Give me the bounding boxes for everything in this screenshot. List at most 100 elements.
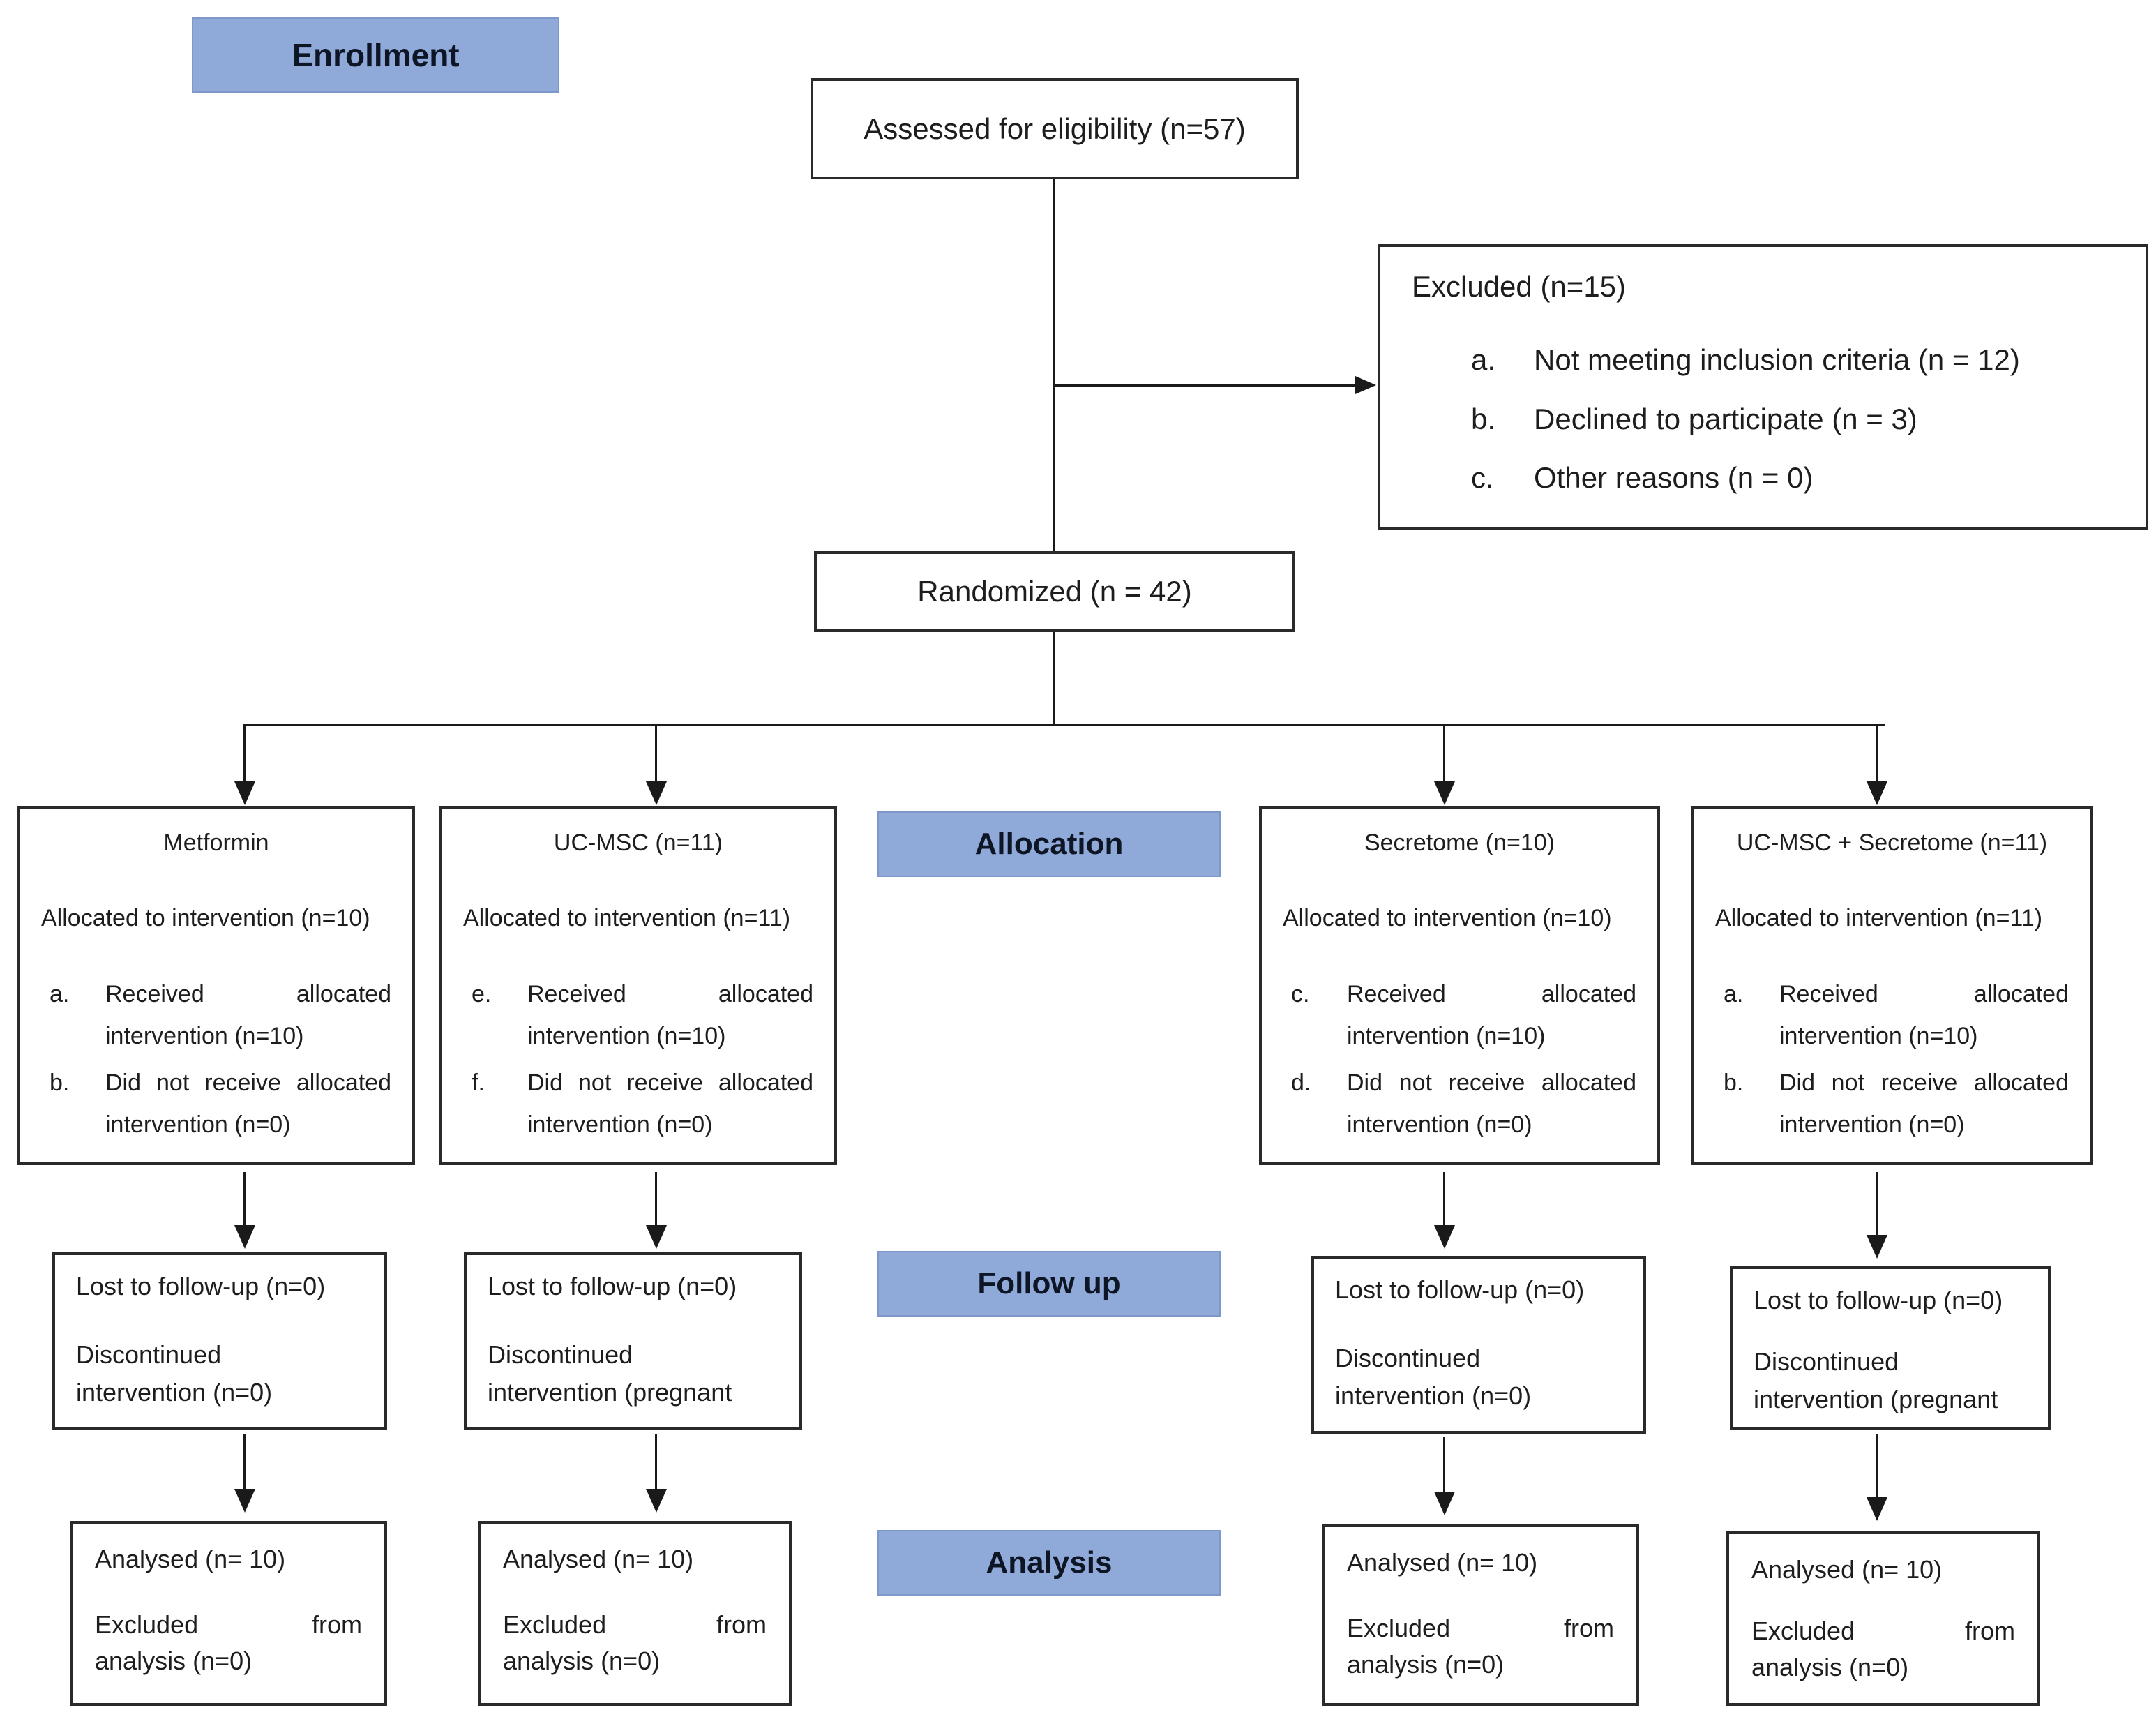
stage-label-enrollment: Enrollment bbox=[192, 17, 559, 93]
arm-title: Metformin bbox=[163, 830, 269, 856]
analysed-line: Analysed (n= 10) bbox=[1751, 1555, 1943, 1584]
arm-title: UC-MSC + Secretome (n=11) bbox=[1736, 830, 2048, 856]
list-marker: a. bbox=[50, 981, 70, 1007]
excluded-title: Excluded (n=15) bbox=[1412, 270, 1627, 303]
arrowhead-down-fu4-icon bbox=[1867, 1235, 1887, 1259]
arrowhead-down-arm3-icon bbox=[1434, 781, 1455, 805]
arrowhead-right-excluded-icon bbox=[1355, 376, 1376, 394]
arrowhead-down-fu3-icon bbox=[1434, 1225, 1455, 1249]
item-line2: intervention (n=10) bbox=[105, 1022, 304, 1049]
connector-branch-arm3 bbox=[1443, 726, 1445, 783]
item-line1: Received allocated bbox=[527, 981, 813, 1007]
lost-line: Lost to follow-up (n=0) bbox=[488, 1272, 737, 1300]
connector-alloc-fu-arm2 bbox=[655, 1172, 657, 1227]
list-marker: c. bbox=[1291, 981, 1310, 1007]
connector-excluded-branch bbox=[1054, 384, 1355, 387]
arrowhead-down-an3-icon bbox=[1434, 1492, 1455, 1515]
analysis-excluded-line2: analysis (n=0) bbox=[1751, 1653, 1909, 1682]
arrowhead-down-an1-icon bbox=[234, 1489, 255, 1513]
allocation-item: a. Received allocated intervention (n=10) bbox=[50, 974, 391, 1057]
item-line2: intervention (n=10) bbox=[1347, 1022, 1546, 1049]
analysis-excluded-line2: analysis (n=0) bbox=[503, 1647, 661, 1676]
list-marker: e. bbox=[472, 981, 492, 1007]
excluded-item: a. Not meeting inclusion criteria (n = 1… bbox=[1471, 340, 2114, 381]
item-line1: Did not receive allocated bbox=[105, 1070, 391, 1096]
item-line1: Did not receive allocated bbox=[1347, 1070, 1636, 1096]
arrowhead-down-an4-icon bbox=[1867, 1497, 1887, 1521]
connector-branch-arm4 bbox=[1876, 726, 1878, 783]
analysis-box-metformin: Analysed (n= 10) Excluded from analysis … bbox=[70, 1521, 387, 1706]
excluded-item-text: Other reasons (n = 0) bbox=[1534, 461, 1814, 495]
list-marker: b. bbox=[50, 1070, 70, 1096]
analysed-line: Analysed (n= 10) bbox=[503, 1545, 694, 1573]
item-line2: intervention (n=0) bbox=[1347, 1111, 1532, 1138]
follow-up-box-metformin: Lost to follow-up (n=0) Discontinued int… bbox=[52, 1252, 387, 1430]
allocated-line: Allocated to intervention (n=10) bbox=[41, 904, 370, 931]
item-line1: Did not receive allocated bbox=[527, 1070, 813, 1096]
analysis-box-secretome: Analysed (n= 10) Excluded from analysis … bbox=[1322, 1524, 1639, 1706]
randomized-box: Randomized (n = 42) bbox=[814, 551, 1295, 632]
list-marker: b. bbox=[1724, 1070, 1744, 1096]
connector-assessed-randomized bbox=[1053, 179, 1055, 553]
list-marker: a. bbox=[1724, 981, 1744, 1007]
arrowhead-down-fu1-icon bbox=[234, 1225, 255, 1249]
connector-branch-horizontal bbox=[243, 724, 1885, 726]
list-marker: f. bbox=[472, 1070, 485, 1096]
analysed-line: Analysed (n= 10) bbox=[1347, 1548, 1538, 1577]
allocated-line: Allocated to intervention (n=10) bbox=[1283, 904, 1612, 931]
discontinued-line2: intervention (pregnant bbox=[488, 1378, 732, 1407]
analysis-excluded-line1: Excluded from bbox=[95, 1610, 362, 1640]
item-line1: Received allocated bbox=[1347, 981, 1636, 1007]
connector-fu-an-arm1 bbox=[243, 1434, 246, 1490]
analysis-excluded-line2: analysis (n=0) bbox=[1347, 1650, 1505, 1679]
lost-line: Lost to follow-up (n=0) bbox=[1754, 1286, 2003, 1314]
allocated-line: Allocated to intervention (n=11) bbox=[1715, 904, 2043, 931]
arrowhead-down-an2-icon bbox=[646, 1489, 667, 1513]
arm-title: UC-MSC (n=11) bbox=[553, 830, 723, 856]
item-line1: Received allocated bbox=[105, 981, 391, 1007]
analysis-excluded-line1: Excluded from bbox=[1751, 1617, 2015, 1646]
lost-line: Lost to follow-up (n=0) bbox=[1335, 1275, 1585, 1304]
follow-up-box-secretome: Lost to follow-up (n=0) Discontinued int… bbox=[1311, 1256, 1646, 1434]
item-line2: intervention (n=0) bbox=[105, 1111, 291, 1138]
analysis-excluded-line1: Excluded from bbox=[1347, 1614, 1614, 1643]
follow-up-box-ucmsc: Lost to follow-up (n=0) Discontinued int… bbox=[464, 1252, 802, 1430]
connector-branch-arm1 bbox=[243, 726, 246, 783]
allocation-box-ucmsc-secretome: UC-MSC + Secretome (n=11) Allocated to i… bbox=[1691, 806, 2093, 1165]
discontinued-line1: Discontinued bbox=[1335, 1344, 1481, 1372]
arrowhead-down-arm2-icon bbox=[646, 781, 667, 805]
allocation-item: b. Did not receive allocated intervention… bbox=[50, 1063, 391, 1146]
assessed-box: Assessed for eligibility (n=57) bbox=[811, 78, 1299, 179]
analysis-excluded-line2: analysis (n=0) bbox=[95, 1647, 252, 1676]
connector-alloc-fu-arm3 bbox=[1443, 1172, 1445, 1227]
follow-up-box-ucmsc-secretome: Lost to follow-up (n=0) Discontinued int… bbox=[1730, 1266, 2051, 1430]
stage-label-allocation: Allocation bbox=[877, 811, 1221, 877]
list-marker: b. bbox=[1471, 402, 1496, 435]
analysis-box-ucmsc-secretome: Analysed (n= 10) Excluded from analysis … bbox=[1726, 1531, 2040, 1706]
excluded-item-text: Not meeting inclusion criteria (n = 12) bbox=[1534, 343, 2020, 376]
excluded-item: c. Other reasons (n = 0) bbox=[1471, 458, 2114, 499]
analysis-box-ucmsc: Analysed (n= 10) Excluded from analysis … bbox=[478, 1521, 792, 1706]
stage-label-analysis: Analysis bbox=[877, 1530, 1221, 1596]
arrowhead-down-fu2-icon bbox=[646, 1225, 667, 1249]
arrowhead-down-arm4-icon bbox=[1867, 781, 1887, 805]
discontinued-line2: intervention (pregnant bbox=[1754, 1385, 1998, 1413]
item-line2: intervention (n=10) bbox=[527, 1022, 726, 1049]
allocation-box-metformin: Metformin Allocated to intervention (n=1… bbox=[17, 806, 415, 1165]
analysis-excluded-line1: Excluded from bbox=[503, 1610, 767, 1640]
allocation-item: c. Received allocated intervention (n=10) bbox=[1291, 974, 1636, 1057]
item-line2: intervention (n=0) bbox=[527, 1111, 713, 1138]
allocation-item: a. Received allocated intervention (n=10) bbox=[1724, 974, 2069, 1057]
excluded-box: Excluded (n=15) a. Not meeting inclusion… bbox=[1378, 244, 2148, 530]
lost-line: Lost to follow-up (n=0) bbox=[76, 1272, 326, 1300]
item-line1: Received allocated bbox=[1779, 981, 2069, 1007]
item-line2: intervention (n=10) bbox=[1779, 1022, 1978, 1049]
allocation-box-secretome: Secretome (n=10) Allocated to interventi… bbox=[1259, 806, 1660, 1165]
item-line2: intervention (n=0) bbox=[1779, 1111, 1965, 1138]
connector-fu-an-arm2 bbox=[655, 1434, 657, 1490]
connector-alloc-fu-arm1 bbox=[243, 1172, 246, 1227]
allocation-item: f. Did not receive allocated intervention… bbox=[472, 1063, 813, 1146]
